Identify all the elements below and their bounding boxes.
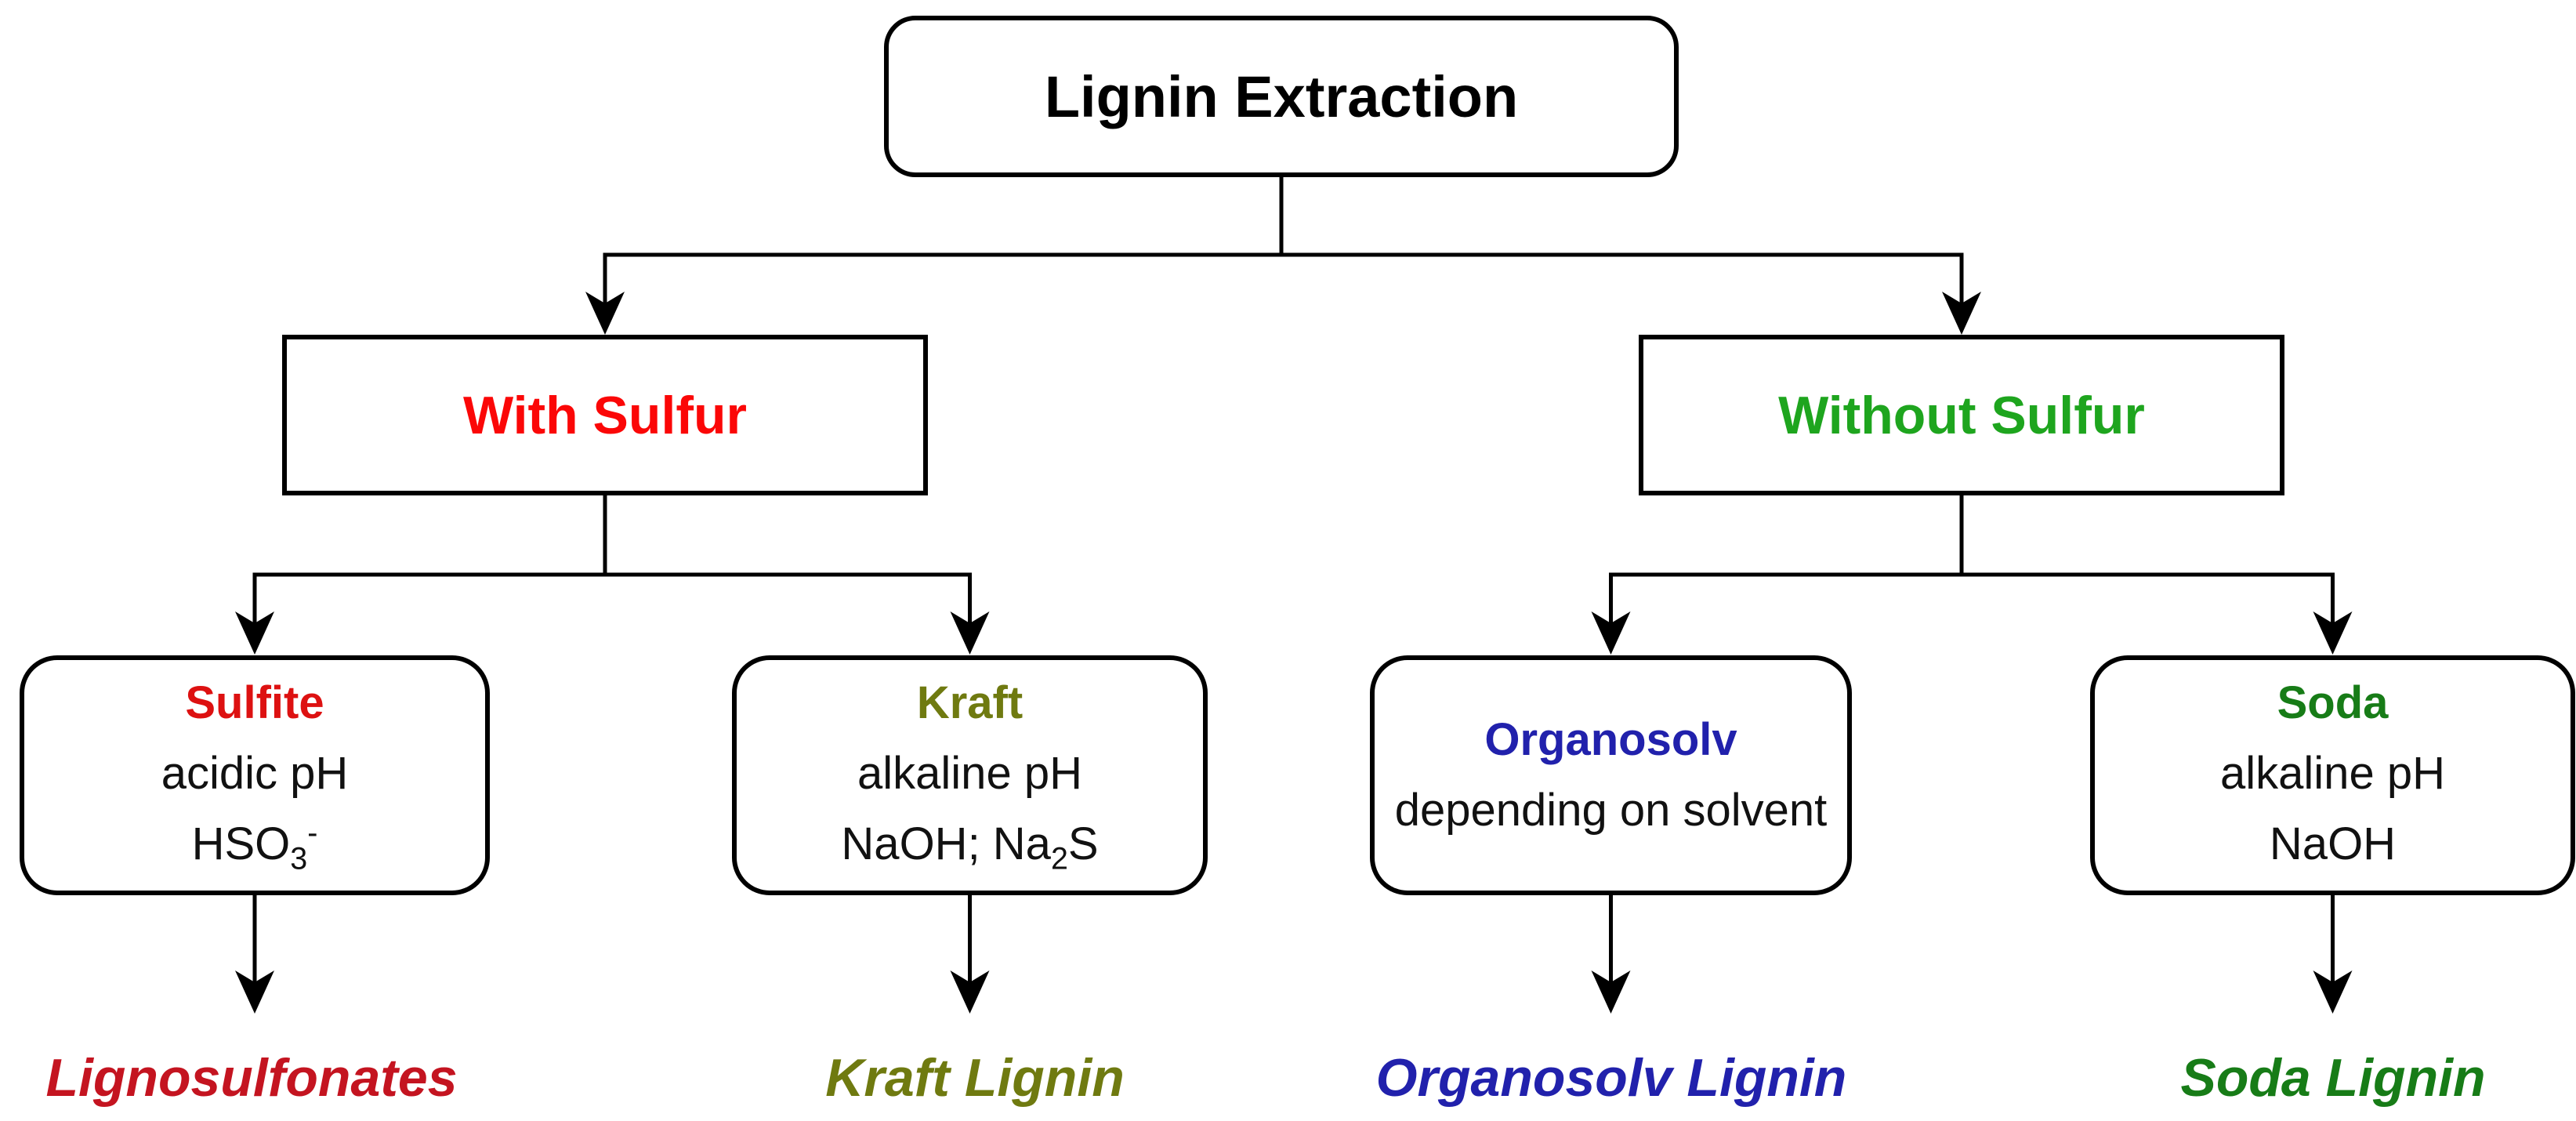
formula-text: NaOH; Na xyxy=(841,818,1051,869)
arrowhead-to-without-sulfur xyxy=(1942,292,1981,335)
product-label-soda-lignin: Soda Lignin xyxy=(2180,1048,2486,1108)
method-name-soda: Soda xyxy=(2277,677,2389,728)
node-lignin-extraction: Lignin Extraction xyxy=(884,16,1679,177)
method-formula-sulfite: HSO3- xyxy=(192,809,318,883)
method-condition-sulfite: acidic pH xyxy=(161,747,349,799)
node-soda: Soda alkaline pH NaOH xyxy=(2090,655,2575,895)
product-label-lignosulfonates: Lignosulfonates xyxy=(45,1048,458,1108)
method-condition-soda: alkaline pH xyxy=(2220,747,2445,799)
node-kraft: Kraft alkaline pH NaOH; Na2S xyxy=(732,655,1208,895)
method-formula-kraft: NaOH; Na2S xyxy=(841,809,1098,883)
arrowhead-to-organosolv xyxy=(1591,611,1631,655)
branch-label-without-sulfur: Without Sulfur xyxy=(1778,385,2145,445)
formula-text: HSO xyxy=(191,818,291,869)
arrowhead-to-with-sulfur xyxy=(585,292,625,335)
formula-superscript: - xyxy=(307,815,318,851)
arrowhead-to-sulfite xyxy=(235,611,274,655)
arrowhead-to-organosolv-lignin xyxy=(1591,970,1631,1014)
method-condition-kraft: alkaline pH xyxy=(857,747,1082,799)
product-label-organosolv-lignin: Organosolv Lignin xyxy=(1375,1048,1847,1108)
method-condition-organosolv: depending on solvent xyxy=(1394,785,1828,836)
arrowhead-to-kraft-lignin xyxy=(950,970,990,1014)
node-with-sulfur: With Sulfur xyxy=(282,335,928,495)
root-label: Lignin Extraction xyxy=(1044,63,1519,129)
formula-subscript: 3 xyxy=(290,841,308,876)
arrowhead-to-soda-lignin xyxy=(2313,970,2353,1014)
product-label-kraft-lignin: Kraft Lignin xyxy=(825,1048,1125,1108)
method-formula-soda: NaOH xyxy=(2270,809,2396,883)
method-name-organosolv: Organosolv xyxy=(1484,714,1737,766)
arrowhead-to-soda xyxy=(2313,611,2353,655)
formula-text-2: S xyxy=(1067,818,1099,869)
formula-subscript: 2 xyxy=(1050,841,1068,876)
method-name-sulfite: Sulfite xyxy=(185,677,324,728)
node-without-sulfur: Without Sulfur xyxy=(1639,335,2284,495)
arrowhead-to-kraft xyxy=(950,611,990,655)
method-name-kraft: Kraft xyxy=(916,677,1024,728)
formula-text: NaOH xyxy=(2269,818,2397,869)
node-organosolv: Organosolv depending on solvent xyxy=(1370,655,1852,895)
node-sulfite: Sulfite acidic pH HSO3- xyxy=(20,655,490,895)
branch-label-with-sulfur: With Sulfur xyxy=(463,385,747,445)
arrowhead-to-lignosulfonates xyxy=(235,970,274,1014)
